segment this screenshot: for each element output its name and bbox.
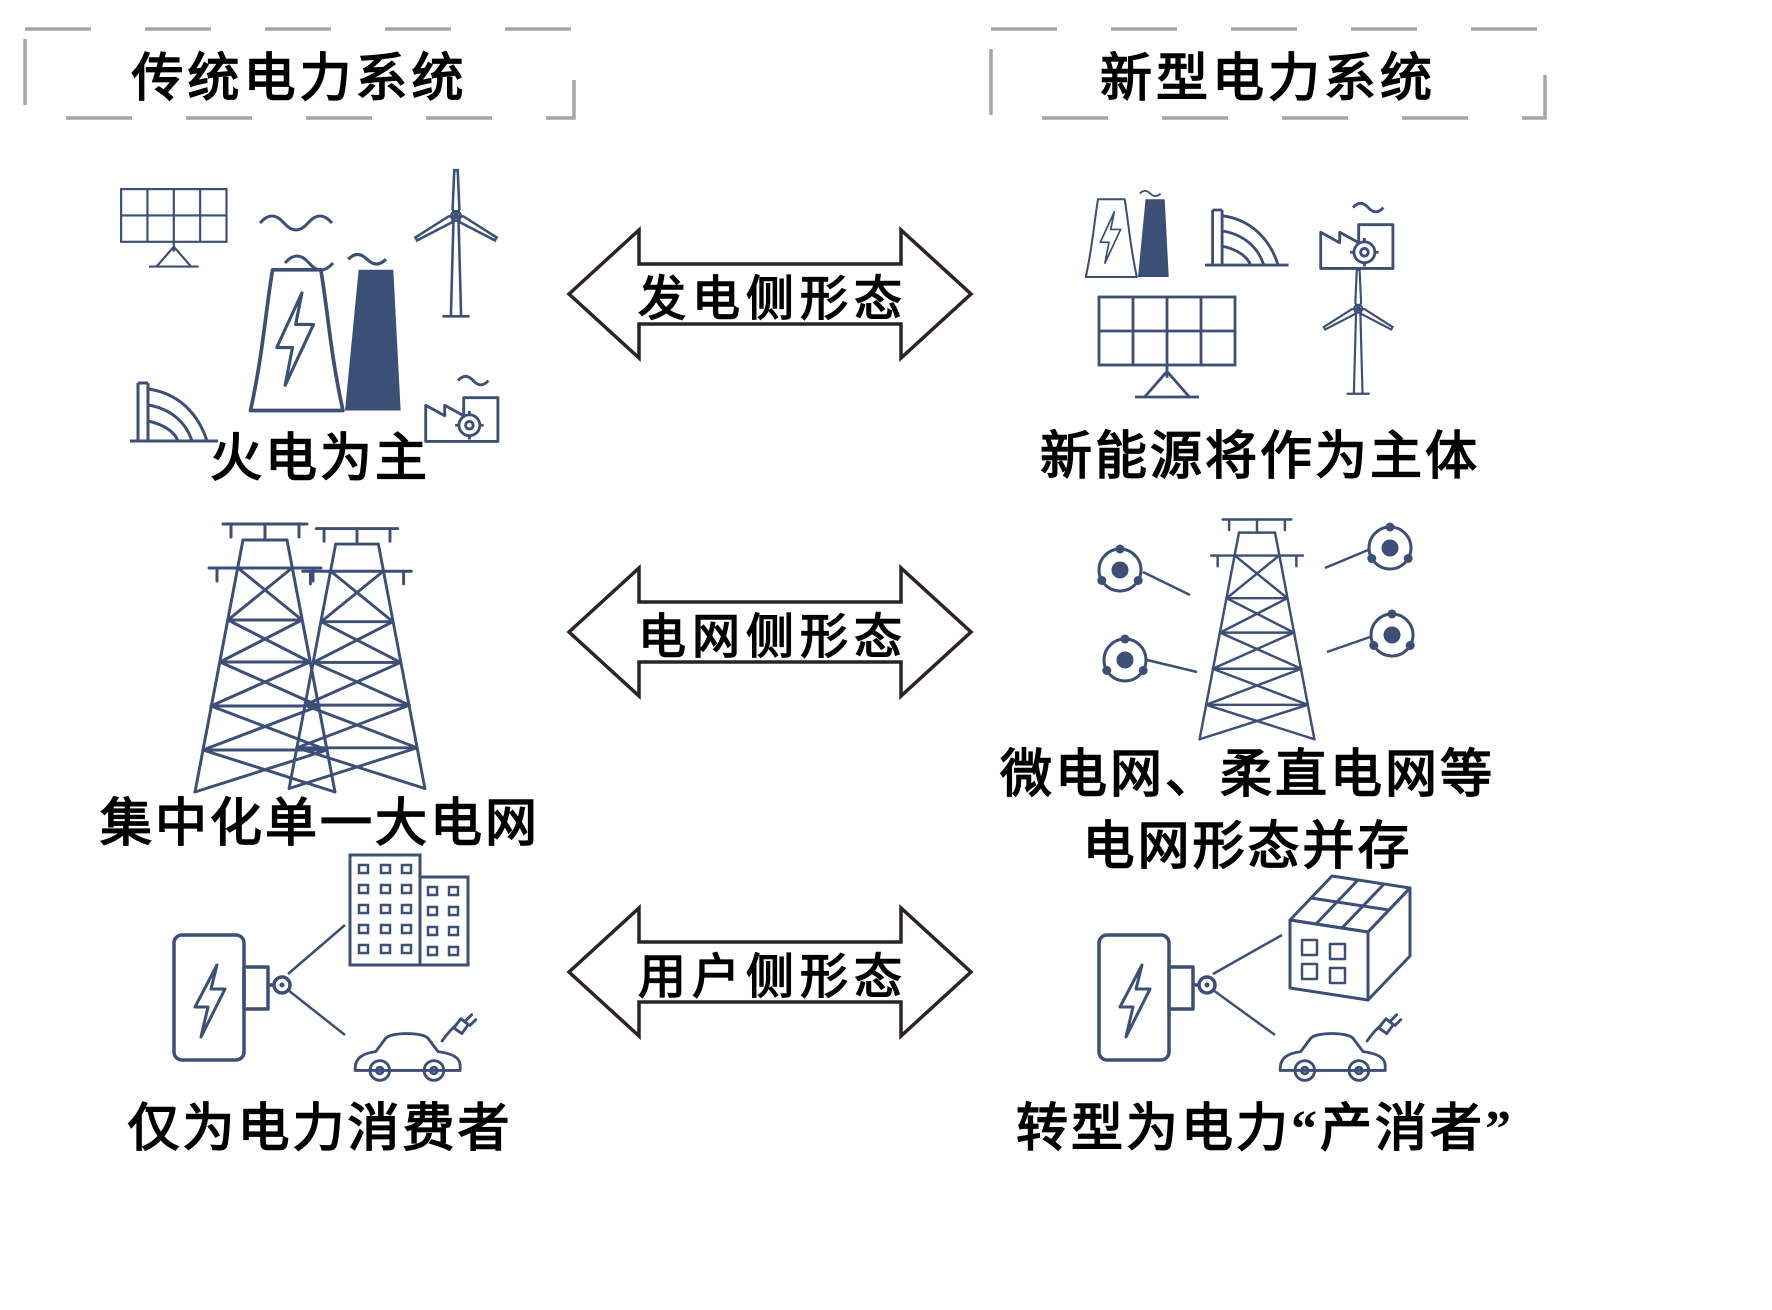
thermal-plant-icon (1084, 189, 1170, 279)
microgrid-node-icon (1095, 543, 1145, 593)
node-links (1142, 548, 1371, 674)
electric-car-icon (1278, 1013, 1403, 1082)
user-arrow-label: 用户侧形态 (637, 951, 908, 1004)
user-right-caption: 转型为电力“产消者” (1015, 1101, 1514, 1158)
grid-right-caption-line2: 电网形态并存 (1082, 819, 1413, 876)
user-right-icons (1097, 874, 1412, 1082)
generation-left-icons (120, 168, 500, 443)
new-system-bracket: 新型电力系统 (988, 26, 1548, 121)
wind-turbine-icon (413, 168, 499, 318)
microgrid-node-icon (1100, 633, 1150, 683)
thermal-plant-icon (248, 252, 403, 413)
grid-left-caption: 集中化单一大电网 (99, 796, 540, 853)
dashed-frame (23, 27, 576, 120)
generation-arrow: 发电侧形态 (565, 212, 975, 376)
grid-right-caption: 微电网、柔直电网等 电网形态并存 (975, 740, 1520, 884)
new-system-title: 新型电力系统 (1099, 51, 1436, 108)
traditional-system-title: 传统电力系统 (131, 51, 468, 108)
traditional-system-bracket: 传统电力系统 (22, 26, 577, 121)
office-building-icon (348, 853, 470, 967)
wind-turbine-icon (1322, 268, 1395, 395)
grid-arrow-label: 电网侧形态 (637, 611, 908, 664)
hydro-dam-icon (1203, 208, 1291, 267)
user-left-icons (172, 853, 478, 1082)
grid-arrow: 电网侧形态 (565, 550, 975, 714)
generation-left-caption: 火电为主 (209, 431, 430, 488)
grid-left-icons (193, 522, 427, 794)
smoke-squiggle-icon (283, 254, 335, 272)
transmission-tower-icon (1198, 518, 1316, 741)
factory-icon (1319, 201, 1395, 270)
grid-right-caption-line1: 微电网、柔直电网等 (999, 747, 1495, 804)
charger-links (287, 924, 346, 1036)
solar-storage-cube-icon (1288, 874, 1412, 1002)
ev-charger-icon (1097, 933, 1217, 1062)
electric-car-icon (353, 1013, 478, 1082)
solar-panel-icon (120, 188, 228, 268)
smoke-squiggle-icon (258, 214, 334, 232)
grid-right-icons (1095, 518, 1417, 741)
solar-panel-icon (1097, 295, 1237, 399)
microgrid-node-icon (1367, 608, 1417, 658)
ev-charger-icon (172, 933, 292, 1062)
charger-links (1212, 933, 1283, 1037)
dashed-frame (989, 27, 1547, 120)
user-arrow: 用户侧形态 (565, 890, 975, 1054)
generation-arrow-label: 发电侧形态 (637, 273, 908, 326)
microgrid-node-icon (1365, 521, 1415, 571)
generation-right-caption: 新能源将作为主体 (1039, 429, 1480, 486)
generation-right-icons (1084, 189, 1395, 399)
user-left-caption: 仅为电力消费者 (127, 1101, 513, 1158)
